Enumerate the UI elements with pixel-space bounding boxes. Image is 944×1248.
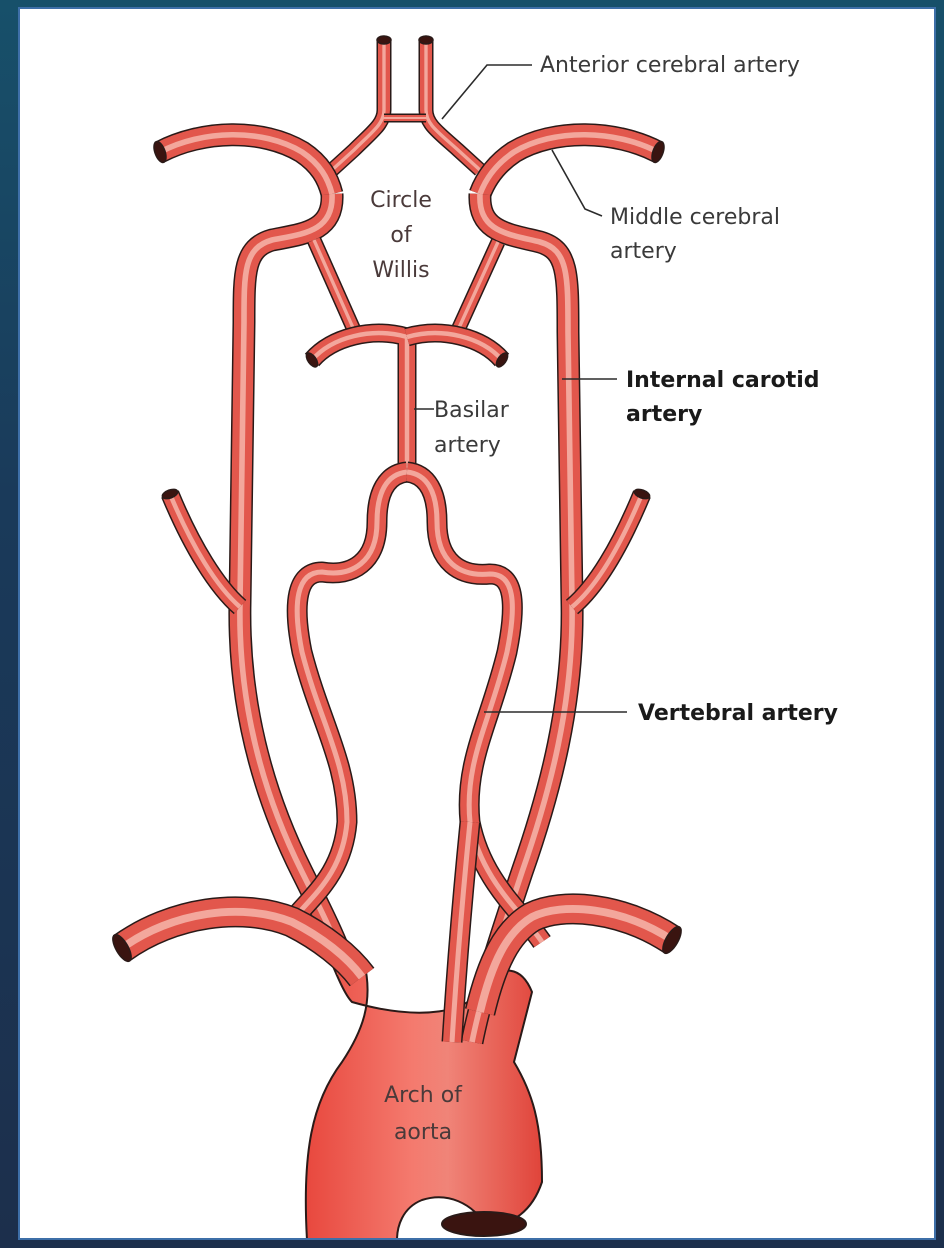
label-anterior-cerebral: Anterior cerebral artery (540, 53, 800, 78)
left-anterior-cerebral-vessel (332, 40, 384, 170)
right-posterior-communicating-vessel (458, 242, 498, 330)
right-posterior-cerebral-vessel (407, 333, 502, 360)
vessel-ends (109, 36, 684, 964)
anterior-cerebral-right-end (419, 36, 433, 44)
label-middle-cerebral-line1: Middle cerebral (610, 205, 780, 230)
left-posterior-communicating-vessel (314, 240, 354, 330)
label-arch-line1: Arch of (384, 1083, 463, 1108)
label-circle-line1: Circle (370, 188, 432, 213)
diagram-frame: Anterior cerebral artery Middle cerebral… (18, 7, 936, 1240)
label-middle-cerebral-line2: artery (610, 239, 677, 264)
label-basilar-line2: artery (434, 433, 501, 458)
label-circle-line3: Willis (372, 258, 429, 283)
left-posterior-cerebral-vessel (312, 333, 407, 360)
label-internal-carotid-line2: artery (626, 402, 702, 427)
anterior-cerebral-left-end (377, 36, 391, 44)
label-vertebral: Vertebral artery (638, 701, 838, 726)
label-arch-line2: aorta (394, 1120, 452, 1145)
middle-cerebral-leader (552, 150, 602, 216)
label-internal-carotid-line1: Internal carotid (626, 368, 820, 393)
anterior-cerebral-leader (442, 65, 532, 119)
label-basilar-line1: Basilar (434, 398, 510, 423)
labels: Anterior cerebral artery Middle cerebral… (370, 53, 838, 1145)
arterial-diagram: Anterior cerebral artery Middle cerebral… (20, 9, 934, 1238)
left-middle-cerebral-vessel (160, 135, 332, 194)
label-circle-line2: of (390, 223, 412, 248)
right-middle-cerebral-vessel (480, 135, 658, 194)
